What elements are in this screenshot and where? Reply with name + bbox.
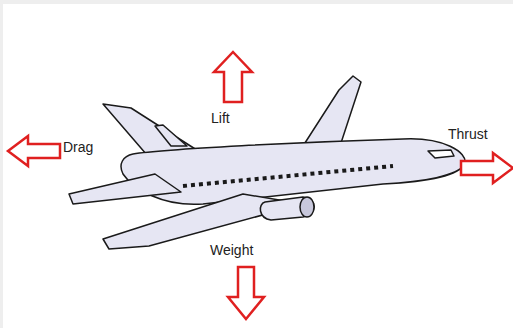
- thrust-arrow: [461, 153, 513, 183]
- weight-arrow: [228, 267, 264, 319]
- near-stabilizer: [69, 174, 181, 204]
- lift-arrow: [214, 52, 252, 102]
- force-label: Thrust: [448, 126, 488, 142]
- far-stabilizer: [155, 125, 187, 146]
- far-wing: [303, 76, 361, 146]
- drag-arrow: [8, 136, 60, 166]
- fuselage: [121, 139, 465, 205]
- airplane-illustration: [3, 4, 513, 328]
- force-label: Lift: [211, 110, 230, 126]
- engine-intake: [300, 197, 314, 217]
- cabin-windows: [183, 166, 393, 186]
- force-label: Weight: [210, 242, 253, 258]
- engine: [260, 197, 314, 220]
- force-label: Drag: [63, 139, 93, 155]
- cockpit-window: [428, 150, 454, 158]
